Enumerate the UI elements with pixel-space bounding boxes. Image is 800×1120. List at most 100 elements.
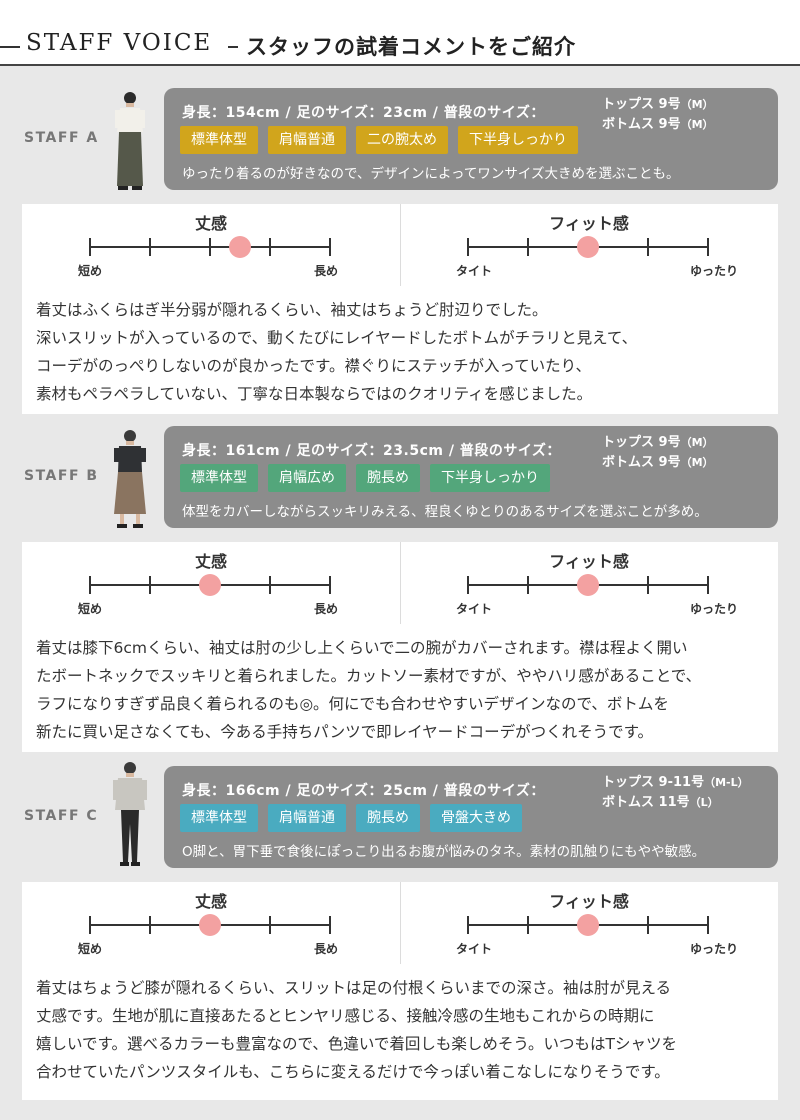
meter-tick bbox=[209, 238, 211, 256]
body-type-tags: 標準体型 肩幅普通 腕長め 骨盤大きめ bbox=[180, 804, 522, 832]
body-type-tags: 標準体型 肩幅広め 腕長め 下半身しっかり bbox=[180, 464, 550, 492]
review-line: 着丈はちょうど膝が隠れるくらい、スリットは足の付根くらいまでの深さ。袖は肘が見え… bbox=[36, 979, 672, 997]
meter-max-label: ゆったり bbox=[690, 264, 739, 278]
meter-indicator bbox=[577, 574, 599, 596]
staff-comment: ゆったり着るのが好きなので、デザインによってワンサイズ大きめを選ぶことも。 bbox=[182, 166, 680, 182]
meter-min-label: 短め bbox=[78, 264, 103, 278]
tops-label: トップス bbox=[602, 435, 655, 450]
fit-meter: フィット感 タイト ゆったり bbox=[400, 882, 778, 964]
meter-tick bbox=[329, 238, 331, 256]
meter-max-label: 長め bbox=[314, 264, 339, 278]
meter-max-label: 長め bbox=[314, 942, 339, 956]
staff-info-bubble: 身長：161cm / 足のサイズ：23.5cm / 普段のサイズ： トップス 9… bbox=[164, 426, 778, 528]
body-tag: 標準体型 bbox=[180, 464, 258, 492]
review-line: 丈感です。生地が肌に直接あたるとヒンヤリ感じる、接触冷感の生地もこれからの時期に bbox=[36, 1007, 655, 1025]
review-line: 着丈は膝下6cmくらい、袖丈は肘の少し上くらいで二の腕がカバーされます。襟は程よ… bbox=[36, 639, 688, 657]
bottoms-size: 9号 bbox=[658, 117, 681, 132]
meter-tick bbox=[527, 238, 529, 256]
staff-stats: 身長：154cm / 足のサイズ：23cm / 普段のサイズ： bbox=[182, 105, 545, 121]
meter-tick bbox=[707, 916, 709, 934]
meter-title: フィット感 bbox=[549, 552, 629, 571]
meter-indicator bbox=[229, 236, 251, 258]
meter-indicator bbox=[199, 914, 221, 936]
tops-size: 9号 bbox=[658, 435, 681, 450]
meter-tick bbox=[647, 238, 649, 256]
meter-min-label: タイト bbox=[456, 942, 493, 956]
bottoms-note: （M） bbox=[680, 118, 714, 131]
bottoms-label: ボトムス bbox=[602, 117, 655, 132]
review-line: 深いスリットが入っているので、動くたびにレイヤードしたボトムがチラリと見えて、 bbox=[36, 329, 638, 347]
fit-meters: 丈感 短め 長め フィット感 タイト ゆったり bbox=[22, 204, 778, 286]
meter-max-label: 長め bbox=[314, 602, 339, 616]
staff-stats: 身長：166cm / 足のサイズ：25cm / 普段のサイズ： bbox=[182, 783, 545, 799]
review-line: 合わせていたパンツスタイルも、こちらに変えるだけで今っぽい着こなしになりそうです… bbox=[36, 1063, 670, 1081]
body-tag: 肩幅普通 bbox=[268, 126, 346, 154]
meter-tick bbox=[467, 238, 469, 256]
review-line: コーデがのっぺりしないのが良かったです。襟ぐりにステッチが入っていたり、 bbox=[36, 357, 592, 375]
staff-review: 着丈は膝下6cmくらい、袖丈は肘の少し上くらいで二の腕がカバーされます。襟は程よ… bbox=[22, 624, 778, 752]
usual-sizes: トップス 9号（M） ボトムス 9号（M） bbox=[602, 433, 714, 473]
length-meter: 丈感 短め 長め bbox=[22, 882, 400, 964]
staff-comment: O脚と、胃下垂で食後にぽっこり出るお腹が悩みのタネ。素材の肌触りにもやや敏感。 bbox=[182, 844, 706, 860]
tops-label: トップス bbox=[602, 97, 655, 112]
review-line: 嬉しいです。選べるカラーも豊富なので、色違いで着回しも楽しめそう。いつもはTシャ… bbox=[36, 1035, 677, 1053]
staff-label: STAFF C bbox=[24, 808, 99, 824]
tops-note: （M-L） bbox=[704, 776, 749, 789]
staff-stats: 身長：161cm / 足のサイズ：23.5cm / 普段のサイズ： bbox=[182, 443, 561, 459]
tops-size: 9号 bbox=[658, 97, 681, 112]
meter-tick bbox=[269, 576, 271, 594]
meter-tick bbox=[467, 576, 469, 594]
review-line: 着丈はふくらはぎ半分弱が隠れるくらい、袖丈はちょうど肘辺りでした。 bbox=[36, 301, 548, 319]
header-dash bbox=[0, 46, 20, 48]
staff-review: 着丈はふくらはぎ半分弱が隠れるくらい、袖丈はちょうど肘辺りでした。 深いスリット… bbox=[22, 286, 778, 414]
length-meter: 丈感 短め 長め bbox=[22, 204, 400, 286]
tops-note: （M） bbox=[680, 436, 714, 449]
fit-meter: フィット感 タイト ゆったり bbox=[400, 204, 778, 286]
meter-tick bbox=[527, 916, 529, 934]
meter-tick bbox=[89, 576, 91, 594]
review-line: たボートネックでスッキリと着られました。カットソー素材ですが、ややハリ感があるこ… bbox=[36, 667, 702, 685]
staff-info-bubble: 身長：166cm / 足のサイズ：25cm / 普段のサイズ： トップス 9-1… bbox=[164, 766, 778, 868]
staff-comment: 体型をカバーしながらスッキリみえる、程良くゆとりのあるサイズを選ぶことが多め。 bbox=[182, 504, 708, 520]
usual-sizes: トップス 9-11号（M-L） ボトムス 11号（L） bbox=[602, 773, 749, 813]
meter-max-label: ゆったり bbox=[690, 602, 739, 616]
review-line: 素材もペラペラしていない、丁寧な日本製ならではのクオリティを感じました。 bbox=[36, 385, 593, 403]
meter-indicator bbox=[199, 574, 221, 596]
body-tag: 肩幅普通 bbox=[268, 804, 346, 832]
section-header: STAFF VOICE スタッフの試着コメントをご紹介 bbox=[0, 0, 800, 66]
meter-tick bbox=[329, 576, 331, 594]
body-tag: 標準体型 bbox=[180, 126, 258, 154]
meter-title: 丈感 bbox=[194, 214, 227, 233]
staff-review: 着丈はちょうど膝が隠れるくらい、スリットは足の付根くらいまでの深さ。袖は肘が見え… bbox=[22, 964, 778, 1100]
meter-tick bbox=[647, 916, 649, 934]
tops-note: （M） bbox=[680, 98, 714, 111]
meter-tick bbox=[329, 916, 331, 934]
staff-photo bbox=[113, 762, 147, 866]
header-rule bbox=[0, 64, 800, 66]
body-tag: 肩幅広め bbox=[268, 464, 346, 492]
body-tag: 二の腕太め bbox=[356, 126, 448, 154]
meter-tick bbox=[527, 576, 529, 594]
body-tag: 腕長め bbox=[356, 804, 420, 832]
staff-info-bubble: 身長：154cm / 足のサイズ：23cm / 普段のサイズ： トップス 9号（… bbox=[164, 88, 778, 190]
meter-divider bbox=[400, 542, 401, 624]
bottoms-size: 9号 bbox=[658, 455, 681, 470]
header-title-jp: スタッフの試着コメントをご紹介 bbox=[246, 35, 576, 59]
body-type-tags: 標準体型 肩幅普通 二の腕太め 下半身しっかり bbox=[180, 126, 578, 154]
body-tag: 下半身しっかり bbox=[430, 464, 550, 492]
staff-photo bbox=[115, 92, 145, 190]
length-meter: 丈感 短め 長め bbox=[22, 542, 400, 624]
fit-meters: 丈感 短め 長め フィット感 タイト ゆったり bbox=[22, 882, 778, 964]
meter-tick bbox=[89, 916, 91, 934]
meter-tick bbox=[647, 576, 649, 594]
usual-sizes: トップス 9号（M） ボトムス 9号（M） bbox=[602, 95, 714, 135]
meter-tick bbox=[89, 238, 91, 256]
meter-tick bbox=[269, 916, 271, 934]
meter-min-label: タイト bbox=[456, 264, 493, 278]
meter-tick bbox=[149, 238, 151, 256]
meter-tick bbox=[707, 238, 709, 256]
staff-label: STAFF A bbox=[24, 130, 99, 146]
body-tag: 腕長め bbox=[356, 464, 420, 492]
staff-label: STAFF B bbox=[24, 468, 99, 484]
staff-photo bbox=[114, 430, 146, 528]
